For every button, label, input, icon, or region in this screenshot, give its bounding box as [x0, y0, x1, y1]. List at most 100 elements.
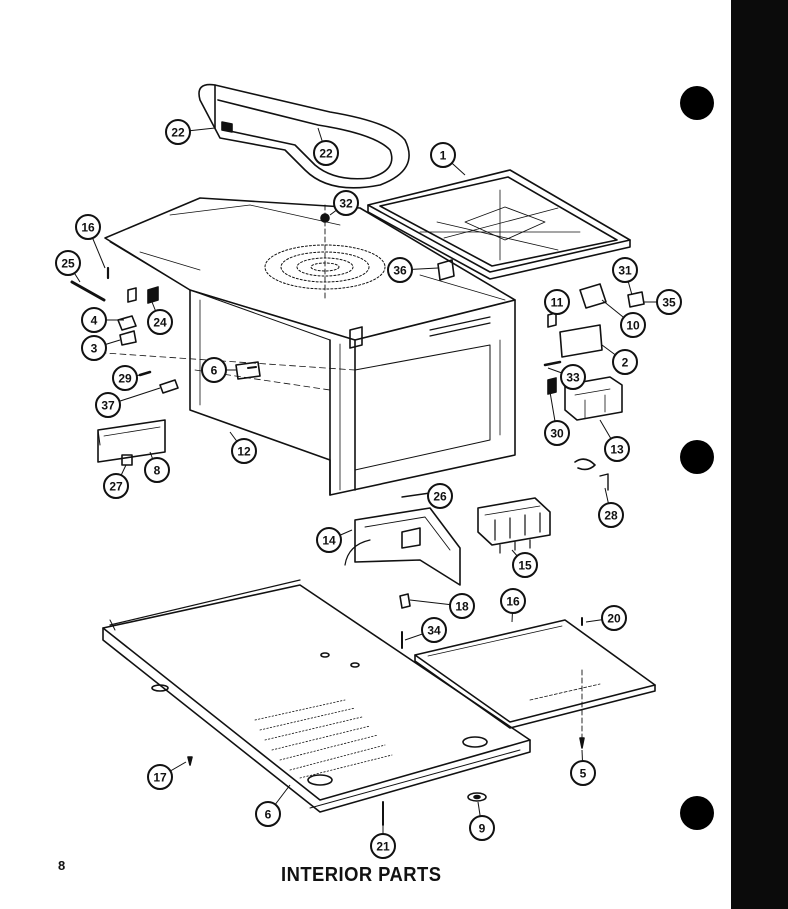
callout-circle [500, 588, 526, 614]
callout-27: 27 [103, 473, 129, 499]
callout-circle [387, 257, 413, 283]
part-21-screw [579, 737, 585, 749]
callout-label: 15 [518, 559, 532, 573]
callout-label: 4 [91, 314, 98, 328]
callout-label: 8 [154, 464, 161, 478]
callout-label: 12 [237, 445, 251, 459]
callout-36: 36 [387, 257, 413, 283]
callout-label: 17 [153, 771, 167, 785]
page-number: 8 [58, 858, 66, 873]
part-6-lower [187, 756, 193, 766]
callout-circle [449, 593, 475, 619]
callout-label: 16 [506, 595, 520, 609]
callout-circle [560, 364, 586, 390]
callout-circle [313, 140, 339, 166]
callout-circle [81, 307, 107, 333]
callout-label: 6 [265, 808, 272, 822]
scan-edge-bar [731, 0, 788, 909]
callout-circle [620, 312, 646, 338]
callout-2: 2 [612, 349, 638, 375]
callout-circle [144, 457, 170, 483]
part-16-lower [399, 593, 411, 609]
part-shield-15 [344, 492, 461, 586]
callout-circle [601, 605, 627, 631]
callout-label: 28 [604, 509, 618, 523]
callout-16: 16 [500, 588, 526, 614]
callout-label: 26 [433, 490, 447, 504]
callout-18: 18 [449, 593, 475, 619]
part-cover-plate-20 [414, 619, 656, 729]
callout-14: 14 [316, 527, 342, 553]
callout-circle [427, 483, 453, 509]
callout-label: 35 [662, 296, 676, 310]
callout-label: 14 [322, 534, 336, 548]
callout-circle [570, 760, 596, 786]
callout-circle [598, 502, 624, 528]
page-title: INTERIOR PARTS [281, 864, 442, 886]
callout-34: 34 [421, 617, 447, 643]
callout-33: 33 [560, 364, 586, 390]
callout-circle [656, 289, 682, 315]
part-bracket-27 [97, 419, 166, 463]
part-relay-18 [477, 497, 551, 554]
callout-label: 6 [211, 364, 218, 378]
callout-label: 37 [101, 399, 115, 413]
callout-circle [544, 420, 570, 446]
callout-label: 10 [626, 319, 640, 333]
callout-13: 13 [604, 436, 630, 462]
callout-17: 17 [147, 764, 173, 790]
callout-circle [147, 309, 173, 335]
callout-circle [316, 527, 342, 553]
callout-8: 8 [144, 457, 170, 483]
callout-circle [421, 617, 447, 643]
callout-label: 5 [580, 767, 587, 781]
callout-circle [544, 289, 570, 315]
callout-label: 18 [455, 600, 469, 614]
callout-label: 3 [91, 342, 98, 356]
part-tray [367, 169, 631, 280]
callout-15: 15 [512, 552, 538, 578]
callout-label: 13 [610, 443, 624, 457]
callout-label: 31 [618, 264, 632, 278]
callout-label: 21 [376, 840, 390, 854]
part-cavity-box [89, 289, 516, 496]
callout-30: 30 [544, 420, 570, 446]
callout-label: 11 [551, 296, 564, 310]
callout-label: 30 [550, 427, 564, 441]
callout-circle [612, 257, 638, 283]
binder-hole [680, 440, 714, 474]
callout-label: 16 [81, 221, 95, 235]
callout-circle [75, 214, 101, 240]
callout-circle [112, 365, 138, 391]
callout-circle [255, 801, 281, 827]
callout-11: 11 [544, 289, 570, 315]
callout-label: 36 [393, 264, 407, 278]
callout-label: 9 [479, 822, 486, 836]
callout-1: 1 [430, 142, 456, 168]
callout-22: 22 [165, 119, 191, 145]
callout-circle [430, 142, 456, 168]
callout-10: 10 [620, 312, 646, 338]
callout-circle [103, 473, 129, 499]
callout-35: 35 [656, 289, 682, 315]
part-32-stirrer-hub [320, 213, 330, 223]
binder-hole [680, 86, 714, 120]
callout-circle [333, 190, 359, 216]
callout-circle [165, 119, 191, 145]
callout-label: 24 [153, 316, 167, 330]
exploded-parts-drawing: 1222232162536313511104243229633373013128… [55, 83, 682, 859]
callout-circle [231, 438, 257, 464]
callout-circle [612, 349, 638, 375]
callout-label: 22 [171, 126, 185, 140]
callout-24: 24 [147, 309, 173, 335]
callout-circle [55, 250, 81, 276]
callout-37: 37 [95, 392, 121, 418]
callout-29: 29 [112, 365, 138, 391]
callout-label: 25 [61, 257, 75, 271]
callout-5: 5 [570, 760, 596, 786]
callout-20: 20 [601, 605, 627, 631]
part-7-washer [467, 792, 487, 802]
callout-16: 16 [75, 214, 101, 240]
callout-label: 27 [109, 480, 123, 494]
